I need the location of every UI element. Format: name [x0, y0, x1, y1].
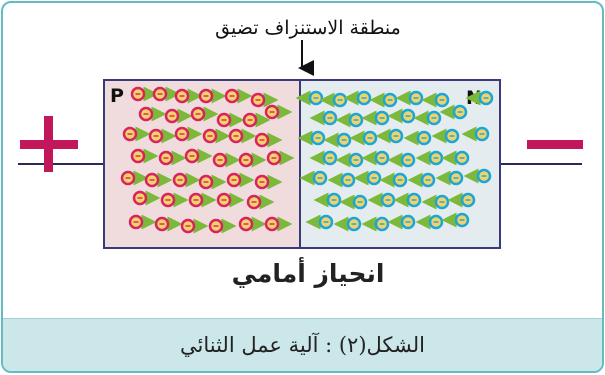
hole-carrier-icon [228, 128, 257, 144]
minus-terminal-icon [527, 140, 583, 149]
hole-carrier-icon [250, 92, 279, 108]
junction-outline [103, 79, 501, 249]
electron-carrier-icon [393, 192, 422, 208]
hole-carrier-icon [120, 170, 149, 186]
hole-carrier-icon [212, 152, 241, 168]
hole-carrier-icon [264, 216, 293, 232]
electron-carrier-icon [387, 214, 416, 230]
depletion-callout-label: منطقة الاستنزاف تضيق [215, 17, 401, 39]
hole-carrier-icon [198, 88, 227, 104]
electron-carrier-icon [441, 150, 470, 166]
hole-carrier-icon [128, 214, 157, 230]
hole-carrier-icon [180, 218, 209, 234]
electron-carrier-icon [335, 152, 364, 168]
electron-carrier-icon [435, 170, 464, 186]
hole-carrier-icon [160, 192, 189, 208]
hole-carrier-icon [184, 148, 213, 164]
electron-carrier-icon [407, 172, 436, 188]
hole-carrier-icon [208, 218, 237, 234]
hole-carrier-icon [254, 174, 283, 190]
electron-carrier-icon [421, 92, 450, 108]
electron-carrier-icon [375, 128, 404, 144]
hole-carrier-icon [130, 148, 159, 164]
electron-carrier-icon [465, 90, 494, 106]
bias-label: انحياز أمامي [231, 259, 385, 288]
electron-carrier-icon [369, 92, 398, 108]
hole-carrier-icon [172, 172, 201, 188]
electron-carrier-icon [461, 126, 490, 142]
electron-carrier-icon [447, 192, 476, 208]
electron-carrier-icon [299, 170, 328, 186]
hole-carrier-icon [152, 86, 181, 102]
hole-carrier-icon [264, 104, 293, 120]
plus-terminal-icon [20, 116, 78, 172]
electron-carrier-icon [313, 192, 342, 208]
hole-carrier-icon [158, 150, 187, 166]
hole-carrier-icon [238, 216, 267, 232]
hole-carrier-icon [174, 88, 203, 104]
electron-carrier-icon [379, 172, 408, 188]
hole-carrier-icon [174, 126, 203, 142]
caption-text: الشكل(٢) : آلية عمل الثنائي [180, 333, 425, 357]
electron-carrier-icon [305, 214, 334, 230]
hole-carrier-icon [246, 194, 275, 210]
hole-carrier-icon [144, 172, 173, 188]
hole-carrier-icon [242, 112, 271, 128]
p-region-label: P [110, 85, 124, 107]
hole-carrier-icon [224, 88, 253, 104]
hole-carrier-icon [154, 216, 183, 232]
electron-carrier-icon [387, 152, 416, 168]
electron-carrier-icon [333, 216, 362, 232]
hole-carrier-icon [164, 108, 193, 124]
electron-carriers [295, 90, 494, 232]
hole-carrier-icon [216, 192, 245, 208]
hole-carrier-icon [188, 192, 217, 208]
hole-carrier-icon [132, 190, 161, 206]
hole-carrier-icon [148, 128, 177, 144]
electron-carrier-icon [421, 194, 450, 210]
hole-carrier-icon [238, 152, 267, 168]
electron-carrier-icon [439, 104, 468, 120]
hole-carrier-icon [254, 132, 283, 148]
electron-carrier-icon [327, 172, 356, 188]
hole-carrier-icon [226, 172, 255, 188]
hole-carrier-icon [190, 106, 219, 122]
hole-carrier-icon [138, 106, 167, 122]
electron-carrier-icon [319, 92, 348, 108]
hole-carrier-icon [198, 174, 227, 190]
hole-carrier-icon [122, 126, 151, 142]
electron-carrier-icon [463, 168, 492, 184]
hole-carrier-icon [216, 112, 245, 128]
figure-caption: الشكل(٢) : آلية عمل الثنائي [3, 318, 602, 371]
electron-carrier-icon [441, 212, 470, 228]
electron-carrier-icon [339, 194, 368, 210]
hole-carrier-icon [266, 150, 295, 166]
electron-carrier-icon [431, 128, 460, 144]
electron-carrier-icon [361, 110, 390, 126]
electron-carrier-icon [403, 130, 432, 146]
hole-carrier-icon [202, 128, 231, 144]
hole-carriers [120, 86, 295, 234]
